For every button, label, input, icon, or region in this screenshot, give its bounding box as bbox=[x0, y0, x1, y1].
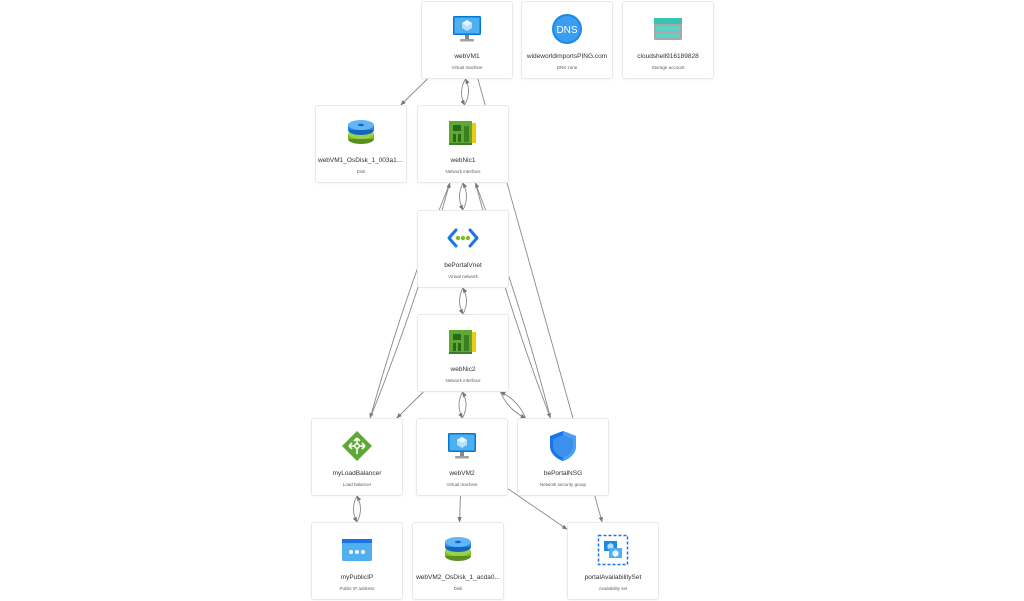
svg-text:DNS: DNS bbox=[556, 25, 577, 36]
node-type: Disk bbox=[453, 586, 463, 591]
node-type: Storage account bbox=[651, 65, 685, 70]
node-name: myPublicIP bbox=[340, 574, 374, 581]
edge-webNic2-to-lb bbox=[396, 391, 424, 419]
node-type: DNS zone bbox=[556, 65, 578, 70]
node-pip[interactable]: myPublicIP Public IP address bbox=[311, 522, 403, 600]
node-disk1[interactable]: webVM1_OsDisk_1_003a17... Disk bbox=[315, 105, 407, 183]
node-type: Network security group bbox=[539, 482, 587, 487]
node-name: webNic1 bbox=[450, 157, 476, 164]
node-name: bePortalVnet bbox=[444, 262, 482, 269]
node-type: Virtual machine bbox=[446, 482, 478, 487]
node-name: webNic2 bbox=[450, 366, 476, 373]
dns-zone-icon: DNS bbox=[551, 13, 583, 45]
node-name: portalAvailabilitySet bbox=[584, 574, 642, 581]
node-name: webVM1 bbox=[454, 53, 480, 60]
node-type: Network interface bbox=[445, 378, 481, 383]
network-security-group-icon bbox=[547, 430, 579, 462]
node-name: bePortalNSG bbox=[543, 470, 583, 477]
node-name: webVM2 bbox=[449, 470, 475, 477]
load-balancer-icon bbox=[341, 430, 373, 462]
node-type: Disk bbox=[356, 169, 366, 174]
node-type: Availability set bbox=[598, 586, 628, 591]
node-nsg[interactable]: bePortalNSG Network security group bbox=[517, 418, 609, 496]
edge-pip-to-lb bbox=[356, 495, 362, 523]
edge-webVM1-to-webNic1 bbox=[460, 78, 466, 106]
node-type: Virtual network bbox=[448, 274, 478, 279]
availability-set-icon bbox=[597, 534, 629, 566]
node-type: Network interface bbox=[445, 169, 481, 174]
disk-icon bbox=[345, 117, 377, 149]
virtual-machine-icon bbox=[446, 430, 478, 462]
node-name: cloudshell916189828 bbox=[637, 53, 699, 60]
edge-webNic2-to-webVM2 bbox=[458, 391, 463, 419]
edge-webNic1-to-webVM1 bbox=[464, 78, 470, 106]
virtual-machine-icon bbox=[451, 13, 483, 45]
edge-webVM2-to-disk2 bbox=[457, 495, 462, 523]
edge-webNic1-to-vnet bbox=[458, 182, 464, 211]
node-name: myLoadBalancer bbox=[332, 470, 382, 477]
network-interface-icon bbox=[447, 117, 479, 149]
edge-webNic2-to-nsg bbox=[500, 391, 526, 419]
edge-webVM2-to-webNic2 bbox=[462, 391, 467, 419]
node-type: Virtual machine bbox=[451, 65, 483, 70]
edge-vnet-to-webNic1 bbox=[462, 182, 468, 211]
edge-vnet-to-webNic2 bbox=[458, 287, 464, 315]
node-name: webVM2_OsDisk_1_acda0... bbox=[416, 574, 500, 581]
node-type: Load balancer bbox=[342, 482, 372, 487]
virtual-network-icon bbox=[447, 222, 479, 254]
network-interface-icon bbox=[447, 326, 479, 358]
edge-webVM1-to-disk1 bbox=[400, 78, 428, 106]
edge-lb-to-pip bbox=[352, 495, 358, 523]
edge-nsg-to-webNic2 bbox=[500, 391, 526, 419]
node-type: Public IP address bbox=[339, 586, 375, 591]
edge-webNic2-to-vnet bbox=[462, 287, 468, 315]
node-name: wideworldimportsPING.com bbox=[526, 53, 608, 60]
public-ip-icon bbox=[341, 534, 373, 566]
storage-account-icon bbox=[652, 13, 684, 45]
node-disk2[interactable]: webVM2_OsDisk_1_acda0... Disk bbox=[412, 522, 504, 600]
node-name: webVM1_OsDisk_1_003a17... bbox=[318, 157, 404, 164]
disk-icon bbox=[442, 534, 474, 566]
